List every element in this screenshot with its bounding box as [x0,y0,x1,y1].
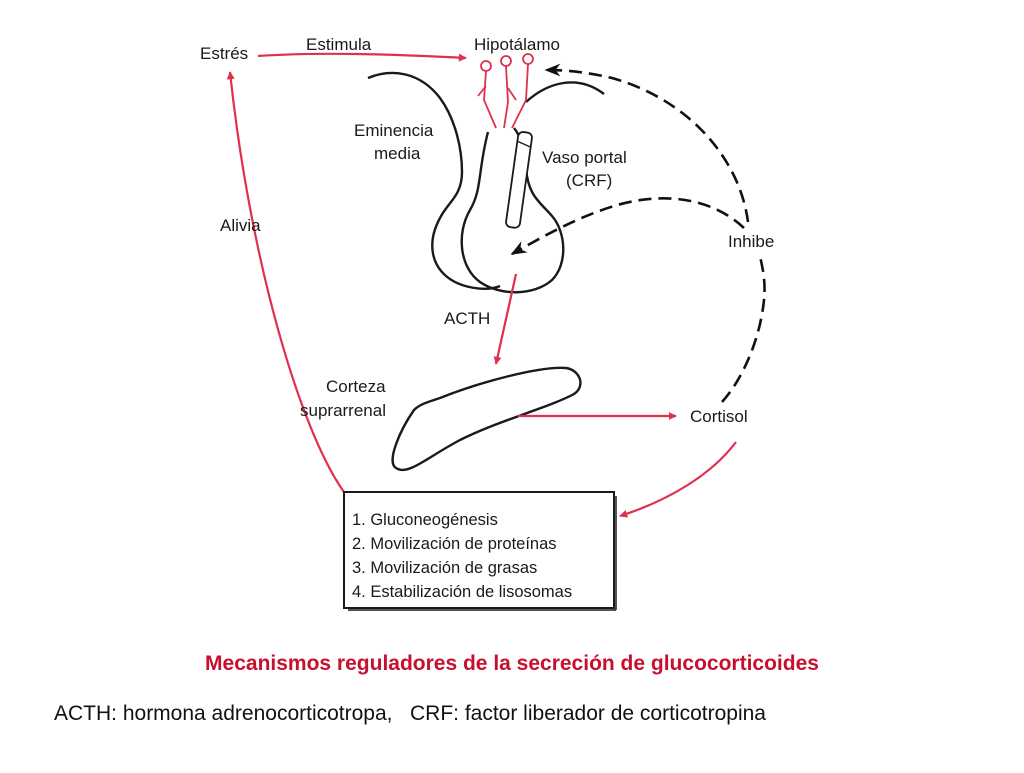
hypothalamus-contour-right [525,81,605,103]
label-suprarrenal: suprarrenal [300,401,386,420]
arrow-pituitary-to-adrenal [493,273,518,365]
caption-title: Mecanismos reguladores de la secreción d… [205,652,819,675]
label-eminencia-2: media [374,144,421,163]
label-hipotalamo: Hipotálamo [474,35,560,54]
label-vaso-portal: Vaso portal [542,148,627,167]
label-inhibe: Inhibe [728,232,774,251]
hypothalamic-neurons [477,53,534,129]
inhibition-cortisol-to-inhibe [721,255,766,403]
effect-item-2: 2. Movilización de proteínas [352,535,557,553]
caption-subtitle: ACTH: hormona adrenocorticotropa, CRF: f… [54,702,766,725]
effect-item-3: 3. Movilización de grasas [352,559,537,577]
label-estres: Estrés [200,44,248,63]
effect-item-4: 4. Estabilización de lisosomas [352,583,572,601]
label-acth: ACTH [444,309,490,328]
label-estimula: Estimula [306,35,372,54]
stimulus-arrows [226,52,737,518]
arrow-cortisol-to-effects [619,441,737,518]
adrenal-cortex-shape [391,366,582,471]
inhibition-arrows [510,63,766,403]
hypothalamus-contour-left [367,71,501,290]
inhibition-to-pituitary [510,197,745,256]
label-alivia: Alivia [220,216,261,235]
label-eminencia-1: Eminencia [354,121,434,140]
effect-item-1: 1. Gluconeogénesis [352,511,498,529]
inhibition-to-hipotalamo [544,63,750,223]
label-cortisol: Cortisol [690,407,748,426]
label-corteza: Corteza [326,377,386,396]
arrow-effects-to-estres [226,71,345,493]
effects-box [343,491,615,609]
label-crf: (CRF) [566,171,612,190]
portal-vessel [505,131,533,229]
arrow-estres-to-hipotalamo [257,52,467,62]
